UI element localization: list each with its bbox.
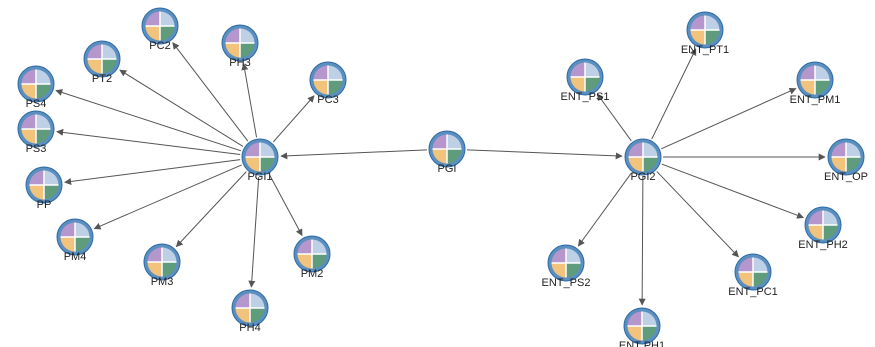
edge-pgi1-to-pc2 [172, 42, 249, 142]
quadrant-pie-icon [60, 222, 90, 252]
node-pgi[interactable]: PGI [428, 130, 466, 175]
node-pc2[interactable]: PC2 [141, 7, 179, 52]
edge-pgi-to-pgi2 [466, 149, 623, 160]
node-pm3[interactable]: PM3 [143, 243, 181, 288]
quadrant-pie-icon [831, 142, 861, 172]
edge-pgi1-to-ph3 [241, 62, 258, 138]
edges-layer [55, 42, 826, 306]
node-label: PH3 [229, 57, 250, 69]
edge-pgi1-to-ps4 [55, 89, 242, 152]
quadrant-pie-icon [235, 293, 265, 323]
node-pgi2[interactable]: PGI2 [624, 138, 662, 183]
node-ph4[interactable]: PH4 [231, 289, 269, 334]
node-label: PGI1 [247, 171, 272, 183]
quadrant-pie-icon [627, 311, 657, 341]
quadrant-pie-icon [690, 15, 720, 45]
node-label: PP [37, 199, 52, 211]
node-label: PC2 [149, 40, 170, 52]
node-pt2[interactable]: PT2 [83, 40, 121, 85]
node-ent-ph2[interactable]: ENT_PH2 [798, 206, 848, 251]
node-label: PM4 [64, 251, 87, 263]
node-label: ENT_OP [824, 171, 868, 183]
node-pm4[interactable]: PM4 [56, 218, 94, 263]
edge-pgi2-to-ent-pm1 [661, 87, 797, 150]
edge-pgi1-to-pm2 [269, 174, 303, 237]
edge-pgi1-to-pm4 [93, 164, 242, 230]
quadrant-pie-icon [297, 239, 327, 269]
quadrant-pie-icon [245, 142, 275, 172]
edge-pgi1-to-pm3 [175, 171, 247, 248]
quadrant-pie-icon [313, 65, 343, 95]
quadrant-pie-icon [628, 142, 658, 172]
node-ps3[interactable]: PS3 [17, 110, 55, 155]
edge-pgi2-to-ent-ps2 [577, 172, 632, 247]
quadrant-pie-icon [147, 247, 177, 277]
edge-pgi1-to-ph4 [248, 176, 260, 288]
quadrant-pie-icon [551, 248, 581, 278]
quadrant-pie-icon [21, 69, 51, 99]
node-pm2[interactable]: PM2 [293, 235, 331, 280]
node-label: PM2 [301, 268, 324, 280]
edge-pgi-to-pgi1 [280, 149, 428, 160]
edge-pgi1-to-pt2 [119, 69, 244, 147]
node-pc3[interactable]: PC3 [309, 61, 347, 106]
node-label: PGI [438, 163, 457, 175]
node-ent-op[interactable]: ENT_OP [824, 138, 868, 183]
quadrant-pie-icon [570, 62, 600, 92]
quadrant-pie-icon [21, 114, 51, 144]
quadrant-pie-icon [87, 44, 117, 74]
node-label: ENT_PS2 [542, 277, 591, 289]
edge-pgi2-to-ent-ps1 [596, 93, 632, 142]
node-ph3[interactable]: PH3 [221, 24, 259, 69]
node-label: ENT_PS1 [561, 91, 610, 103]
node-label: PT2 [92, 73, 112, 85]
edge-pgi2-to-ent-pc1 [656, 171, 739, 258]
node-ent-ph1[interactable]: ENT PH1 [619, 307, 665, 347]
node-label: PH4 [239, 322, 260, 334]
node-pp[interactable]: PP [25, 166, 63, 211]
quadrant-pie-icon [808, 210, 838, 240]
quadrant-pie-icon [29, 170, 59, 200]
node-label: PC3 [317, 94, 338, 106]
edge-pgi2-to-ent-ph2 [661, 163, 805, 219]
quadrant-pie-icon [145, 11, 175, 41]
edge-pgi1-to-pc3 [272, 95, 315, 143]
edge-pgi1-to-ps3 [56, 128, 241, 156]
node-label: PM3 [151, 276, 174, 288]
quadrant-pie-icon [432, 134, 462, 164]
node-label: ENT_PT1 [681, 44, 729, 56]
node-label: PS4 [26, 98, 47, 110]
node-label: ENT_PC1 [728, 286, 778, 298]
quadrant-pie-icon [800, 65, 830, 95]
edge-pgi1-to-pp [64, 159, 241, 185]
node-label: PS3 [26, 143, 47, 155]
node-ent-pm1[interactable]: ENT_PM1 [790, 61, 841, 106]
node-label: ENT_PM1 [790, 94, 841, 106]
node-ent-pt1[interactable]: ENT_PT1 [681, 11, 729, 56]
node-ps4[interactable]: PS4 [17, 65, 55, 110]
quadrant-pie-icon [225, 28, 255, 58]
edge-pgi2-to-ent-ph1 [638, 176, 646, 306]
node-ent-ps1[interactable]: ENT_PS1 [561, 58, 610, 103]
node-label: PGI2 [630, 171, 655, 183]
edge-pgi2-to-ent-pt1 [651, 48, 697, 140]
node-label: ENT_PH2 [798, 239, 848, 251]
node-label: ENT PH1 [619, 340, 665, 347]
node-pgi1[interactable]: PGI1 [241, 138, 279, 183]
node-ent-pc1[interactable]: ENT_PC1 [728, 253, 778, 298]
node-ent-ps2[interactable]: ENT_PS2 [542, 244, 591, 289]
quadrant-pie-icon [738, 257, 768, 287]
